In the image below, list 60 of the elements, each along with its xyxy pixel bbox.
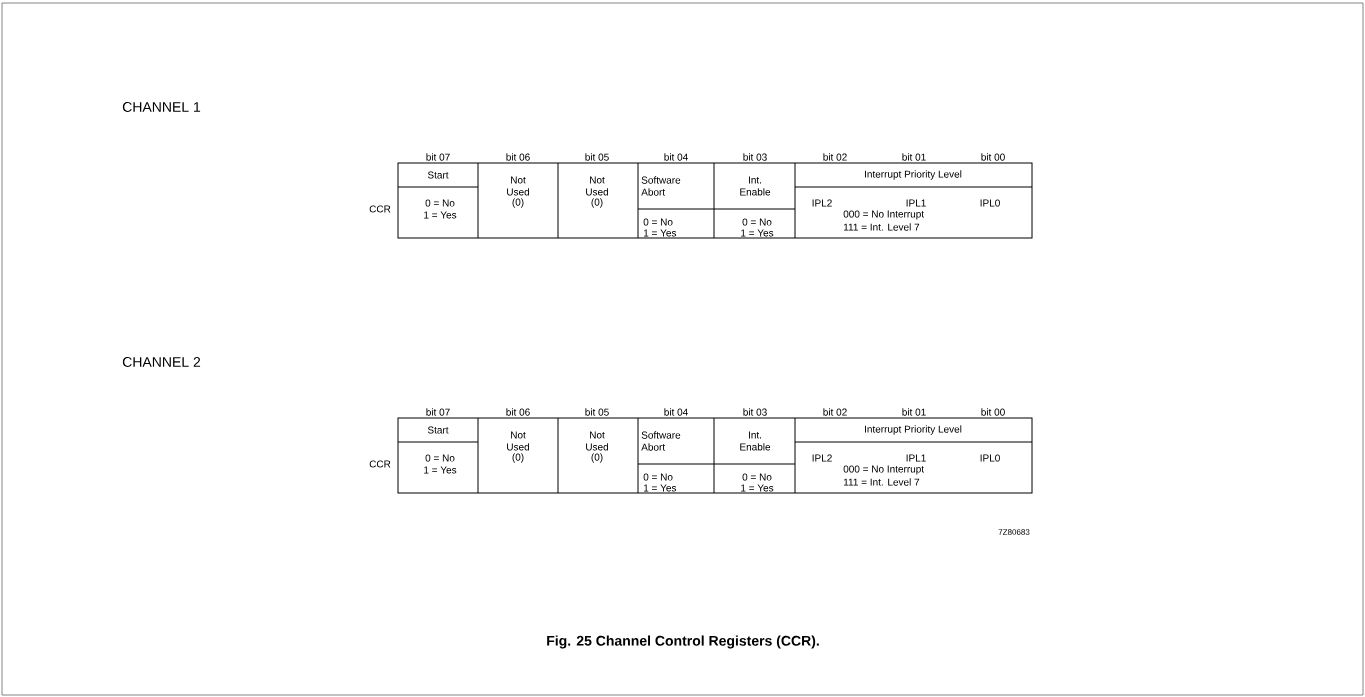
channel-heading: CHANNEL 1 xyxy=(122,102,201,112)
cell-text: IPL1 xyxy=(906,199,926,207)
cell-text: (0) xyxy=(512,453,524,463)
cell-text: Start xyxy=(427,171,449,179)
cell-text: 0 = No xyxy=(425,454,455,462)
bit-label: bit 06 xyxy=(506,408,530,416)
bit-label: bit 01 xyxy=(902,153,926,161)
cell-text: Int. Enable xyxy=(740,431,771,451)
cell-text: IPL2 xyxy=(812,199,832,207)
cell-text: 1 = Yes xyxy=(424,466,457,474)
cell-text: 1 = Yes xyxy=(424,211,457,219)
bit-label: bit 04 xyxy=(664,153,688,161)
bit-label: bit 02 xyxy=(823,408,847,416)
cell-text: Not Used xyxy=(507,431,530,451)
cell-text: 0 = No xyxy=(742,473,772,481)
bit-label: bit 00 xyxy=(981,153,1005,161)
cell-text: 1 = Yes xyxy=(741,484,774,492)
cell-text: 0 = No xyxy=(643,218,673,226)
cell-text: Interrupt Priority Level xyxy=(865,425,962,435)
cell-text: (0) xyxy=(591,453,603,463)
cell-text: 1 = Yes xyxy=(741,229,774,237)
bit-label: bit 02 xyxy=(823,153,847,161)
figure-caption: Fig. 25 Channel Control Registers (CCR). xyxy=(547,635,819,649)
cell-text: IPL0 xyxy=(980,454,1000,462)
cell-text: 000 = No Interrupt xyxy=(843,465,924,475)
cell-text: (0) xyxy=(591,198,603,208)
cell-text: Interrupt Priority Level xyxy=(865,170,962,180)
bit-label: bit 03 xyxy=(743,408,767,416)
bit-label: bit 07 xyxy=(426,153,450,161)
bit-label: bit 04 xyxy=(664,408,688,416)
bit-label: bit 06 xyxy=(506,153,530,161)
bit-label: bit 05 xyxy=(585,153,609,161)
cell-text: Not Used xyxy=(586,431,609,451)
figure-number: 7Z80683 xyxy=(998,529,1030,535)
cell-text: IPL2 xyxy=(812,454,832,462)
cell-text: 0 = No xyxy=(425,199,455,207)
cell-text: Not Used xyxy=(586,176,609,196)
cell-text: 000 = No Interrupt xyxy=(843,210,924,220)
cell-text: IPL0 xyxy=(980,199,1000,207)
cell-text: 111 = Int. Level 7 xyxy=(844,478,920,486)
cell-text: 0 = No xyxy=(742,218,772,226)
cell-text: Software Abort xyxy=(641,176,681,196)
register-name: CCR xyxy=(369,205,391,213)
channel-heading: CHANNEL 2 xyxy=(122,357,201,367)
bit-label: bit 01 xyxy=(902,408,926,416)
cell-text: Not Used xyxy=(507,176,530,196)
bit-label: bit 03 xyxy=(743,153,767,161)
register-name: CCR xyxy=(369,460,391,468)
bit-label: bit 07 xyxy=(426,408,450,416)
cell-text: Software Abort xyxy=(641,431,681,451)
cell-text: Start xyxy=(427,426,449,434)
cell-text: 111 = Int. Level 7 xyxy=(844,223,920,231)
cell-text: 1 = Yes xyxy=(644,229,677,237)
cell-text: (0) xyxy=(512,198,524,208)
bit-label: bit 05 xyxy=(585,408,609,416)
cell-text: 0 = No xyxy=(643,473,673,481)
bit-label: bit 00 xyxy=(981,408,1005,416)
cell-text: Int. Enable xyxy=(740,176,771,196)
cell-text: 1 = Yes xyxy=(644,484,677,492)
cell-text: IPL1 xyxy=(906,454,926,462)
